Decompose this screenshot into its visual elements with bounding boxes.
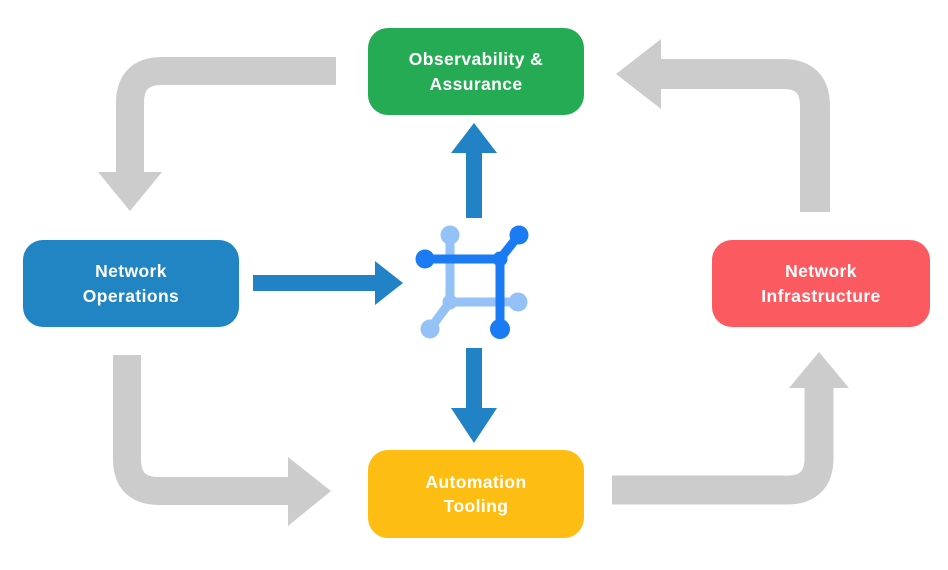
node-observability-assurance: Observability & Assurance bbox=[368, 28, 584, 115]
hub-icon-dark-nodes bbox=[415, 225, 529, 339]
hub-icon-light-nodes bbox=[420, 225, 528, 339]
node-network-operations: Network Operations bbox=[23, 240, 239, 327]
node-network-infrastructure-label: Network Infrastructure bbox=[761, 261, 881, 306]
arrow-operations-to-hub bbox=[253, 261, 403, 305]
arrow-operations-to-automation bbox=[113, 355, 331, 526]
node-network-infrastructure: Network Infrastructure bbox=[712, 240, 930, 327]
node-observability-assurance-label: Observability & Assurance bbox=[408, 49, 544, 94]
node-network-operations-label: Network Operations bbox=[82, 261, 180, 306]
arrow-infrastructure-to-observability bbox=[616, 39, 830, 212]
arrow-automation-to-infrastructure bbox=[612, 352, 849, 505]
arrow-hub-to-automation bbox=[451, 348, 497, 443]
node-automation-tooling-label: Automation Tooling bbox=[425, 471, 527, 517]
arrow-hub-to-observability bbox=[451, 123, 497, 218]
network-automation-hub-icon bbox=[415, 225, 529, 339]
node-automation-tooling: Automation Tooling bbox=[368, 450, 584, 538]
arrow-observability-to-operations bbox=[98, 57, 336, 211]
